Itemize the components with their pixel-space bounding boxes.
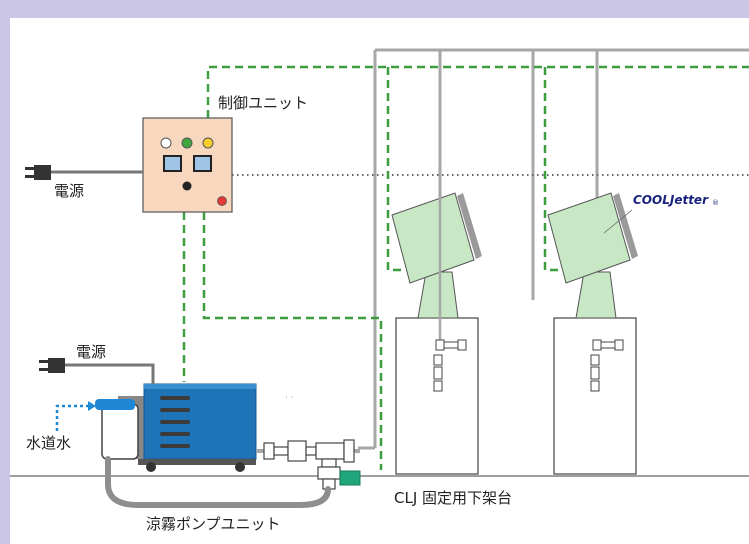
tank-cap bbox=[95, 399, 135, 410]
drain-valve bbox=[339, 470, 361, 486]
outlet-piping bbox=[256, 439, 361, 490]
brand-pointer bbox=[603, 209, 633, 234]
control-unit bbox=[142, 117, 233, 213]
brand-label: COOLJetter bbox=[633, 193, 709, 207]
tap-water-arrow bbox=[88, 401, 96, 411]
power-label-pump: 電源 bbox=[76, 343, 106, 361]
pump-unit-label: 涼霧ポンプユニット bbox=[146, 515, 281, 533]
plug-pump bbox=[39, 358, 155, 384]
display-right bbox=[193, 155, 212, 172]
fan-neck-2 bbox=[575, 271, 617, 319]
fan-grille-1 bbox=[457, 193, 482, 259]
pump-base bbox=[138, 459, 256, 465]
plug-top bbox=[25, 165, 143, 180]
fan-unit-2 bbox=[547, 192, 638, 475]
knob-black bbox=[182, 181, 192, 191]
nozzle-assembly-2 bbox=[590, 339, 624, 392]
pump-vents bbox=[160, 396, 190, 448]
pump-unit bbox=[95, 383, 257, 472]
led-white bbox=[160, 137, 172, 149]
pump-wheel-left bbox=[146, 462, 156, 472]
control-unit-label: 制御ユニット bbox=[218, 94, 308, 112]
nozzle-assembly-1 bbox=[433, 339, 467, 392]
tap-water-line bbox=[55, 404, 90, 431]
fan-unit-1 bbox=[391, 178, 482, 475]
tap-water-label: 水道水 bbox=[26, 434, 71, 452]
fan-head-2 bbox=[547, 192, 631, 284]
return-hose bbox=[105, 456, 331, 508]
fan-grille-2 bbox=[613, 193, 638, 259]
fan-neck-1 bbox=[417, 271, 459, 319]
water-tank bbox=[101, 403, 139, 460]
power-label-top: 電源 bbox=[54, 182, 84, 200]
control-panel-box bbox=[142, 117, 233, 213]
pump-dots: · · bbox=[285, 393, 294, 403]
pump-wheel-right bbox=[235, 462, 245, 472]
led-green bbox=[181, 137, 193, 149]
brand-mark: ® bbox=[712, 199, 719, 207]
pump-top-strip bbox=[144, 384, 256, 389]
display-left bbox=[163, 155, 182, 172]
led-yellow bbox=[202, 137, 214, 149]
led-red bbox=[217, 196, 227, 206]
frame-left bbox=[0, 0, 10, 544]
frame-top bbox=[0, 0, 749, 18]
fan-head-1 bbox=[391, 192, 475, 284]
stand-label: CLJ 固定用下架台 bbox=[394, 489, 512, 507]
